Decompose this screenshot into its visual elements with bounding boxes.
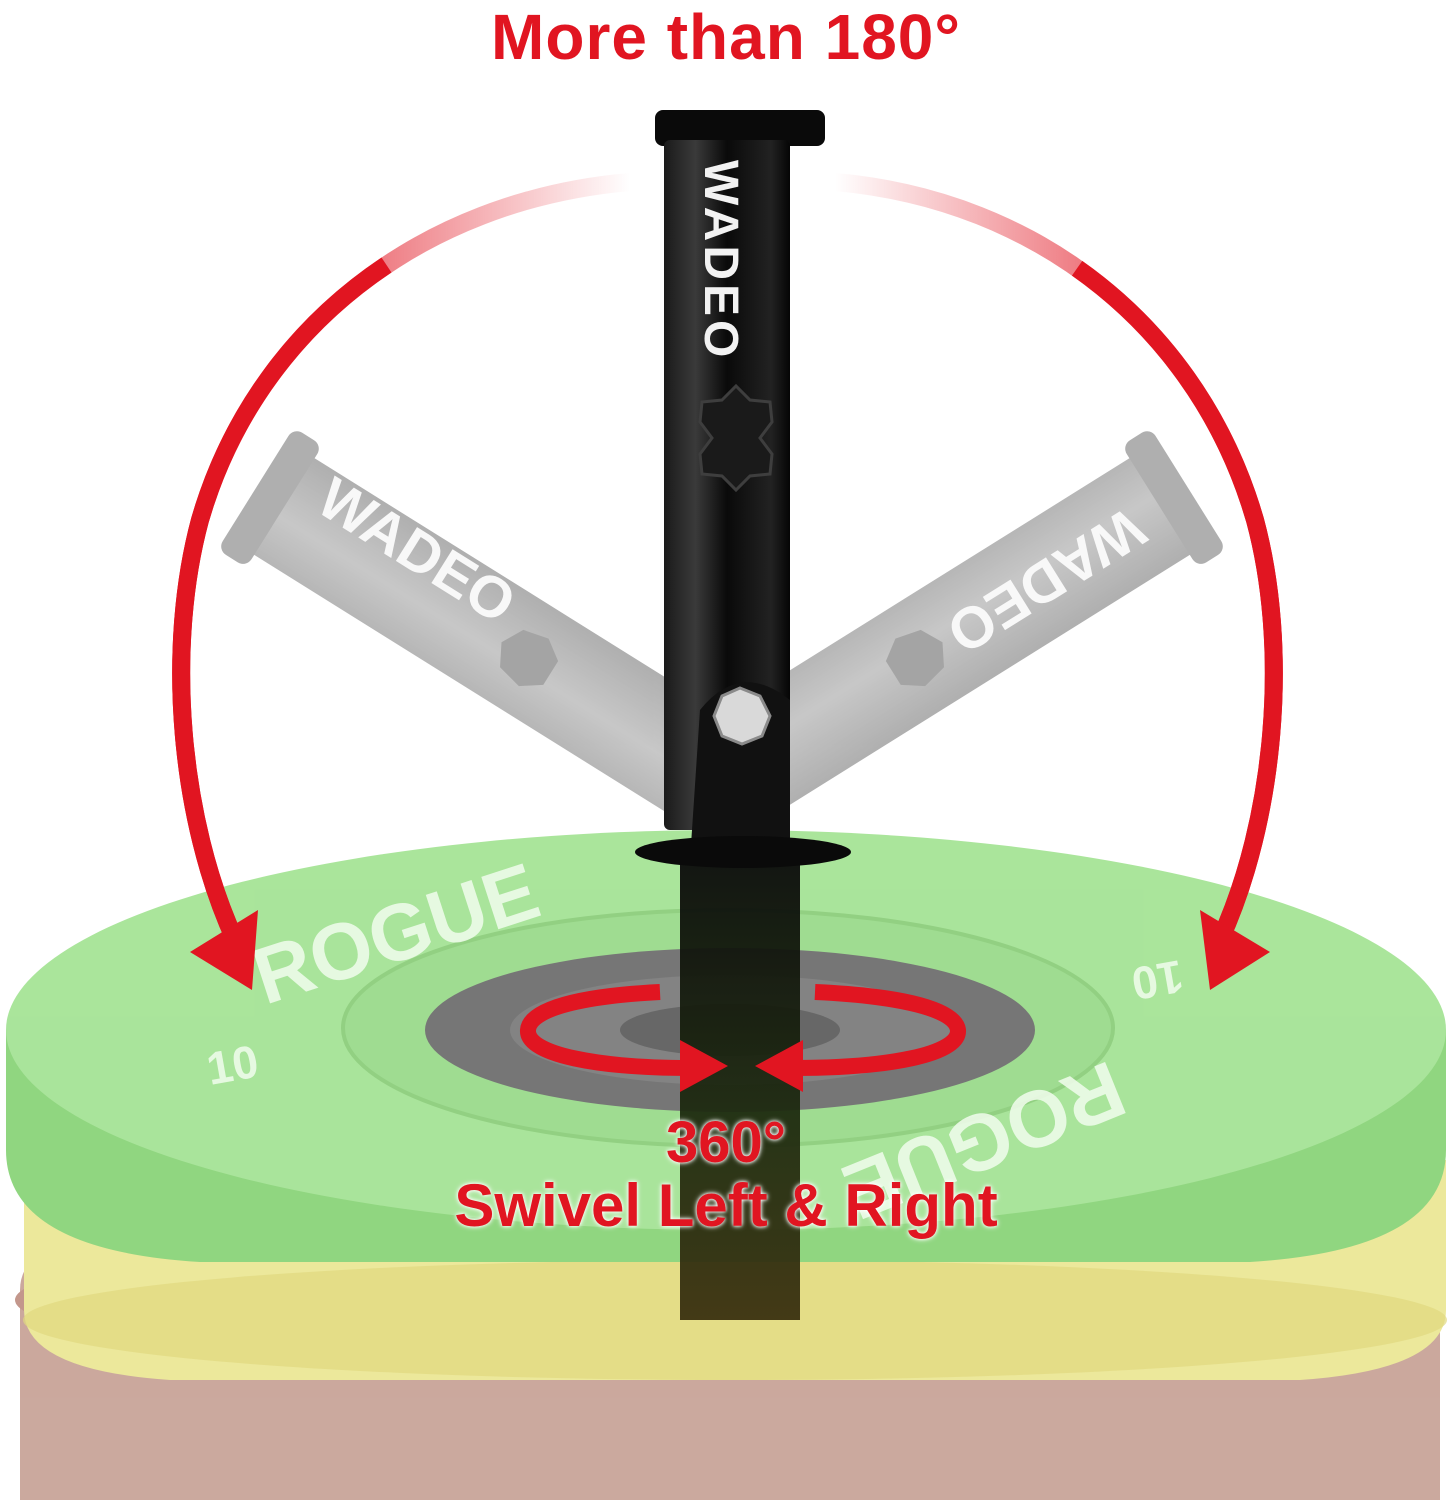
plate-weight-left: 10 xyxy=(203,1035,262,1095)
tube-brand-text: WADEO xyxy=(694,160,747,361)
angle-caption: More than 180° xyxy=(491,1,961,73)
rotation-arc-arrows xyxy=(172,173,1283,990)
main-sleeve-tube: WADEO xyxy=(635,110,851,1320)
swivel-angle-caption: 360° xyxy=(666,1110,786,1175)
arrowhead-left xyxy=(190,910,258,990)
arrowhead-right xyxy=(1200,910,1270,990)
plate-weight-right: 10 xyxy=(1128,950,1187,1010)
hinge-bolt xyxy=(712,686,772,746)
swivel-caption: Swivel Left & Right xyxy=(454,1172,998,1239)
star-knob xyxy=(698,383,774,493)
swivel-arrows xyxy=(520,984,966,1092)
